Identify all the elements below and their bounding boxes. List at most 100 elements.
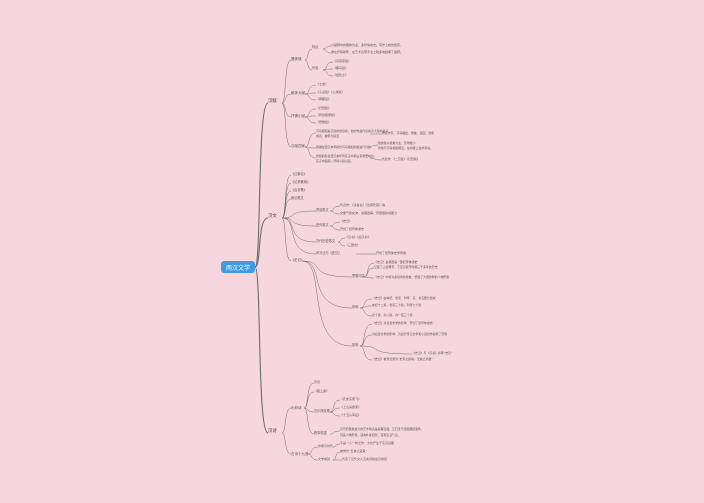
connector-line	[304, 132, 317, 148]
connector-line	[329, 221, 341, 227]
node-b7[interactable]: 司马迁与《史记》	[316, 251, 342, 255]
node-c2[interactable]: 古诗十九首	[291, 452, 309, 456]
node-b6-2[interactable]: 《三国志》	[345, 243, 361, 247]
connector-line	[281, 102, 292, 148]
node-b4-1[interactable]: 贾谊散文	[316, 208, 329, 212]
node-b5-1[interactable]: 《史记》	[340, 219, 353, 223]
node-b3[interactable]: 《治安策》	[291, 188, 307, 192]
node-a1-2c[interactable]: 《招隐士》	[333, 73, 349, 77]
node-b4[interactable]: 政论散文	[291, 196, 304, 200]
node-b8-3d[interactable]: 《史记》与《汉书》并称“史汉”	[412, 351, 453, 355]
node-c1-3c[interactable]: 《十五从军征》	[340, 413, 362, 417]
connector-line	[363, 267, 375, 278]
node-b6-1[interactable]: 《汉书》《后汉书》	[345, 235, 371, 239]
node-c2-2[interactable]: 文学成就	[318, 457, 331, 461]
node-a4-3a[interactable]: 张衡的赋在西汉末年到东汉中期占有重要地位，	[316, 154, 377, 158]
node-a2[interactable]: 散体大赋	[291, 91, 305, 95]
node-a4-2[interactable]: 扬雄在西汉末年模仿司马相如的赋进行创作	[316, 145, 371, 149]
node-b8-2[interactable]: 体例	[352, 305, 359, 309]
node-b8-1b[interactable]: 记载了上起黄帝、下至汉武帝时期三千多年的历史	[374, 265, 438, 269]
node-b4-1a[interactable]: 代表作：《过秦论》《论积贮疏》等	[340, 203, 386, 207]
connector-line	[367, 144, 379, 149]
connector-line	[304, 146, 317, 159]
connector-line	[301, 260, 353, 347]
node-a4-3n[interactable]: 代表作：《二京赋》《归田赋》	[382, 157, 420, 161]
node-b8-2c[interactable]: 表十篇，书八篇，共一百三十篇	[372, 313, 413, 317]
root-node[interactable]: 两汉文学	[221, 261, 255, 273]
node-a2-1[interactable]: 《七发》	[316, 82, 329, 86]
node-b8-1a[interactable]: 《史记》是我国第一部纪传体通史	[374, 260, 418, 264]
node-a4-1a[interactable]: 司马相如是汉赋的奠基者，他的作品代表着汉大赋的最高	[316, 129, 389, 133]
node-a2-3[interactable]: 《两都赋》	[316, 97, 332, 101]
node-c2-1a[interactable]: 不是一人一时之作，大约产生于东汉后期	[340, 441, 395, 445]
connector-line	[281, 59, 292, 104]
node-a3[interactable]: 抒情小赋	[291, 114, 305, 118]
node-shige[interactable]: 汉诗	[268, 429, 277, 434]
node-a1[interactable]: 骚体赋	[291, 57, 302, 61]
node-a1-1b[interactable]: 重在抒情咏怀，在艺术表现手法上较多地继承了楚辞。	[331, 50, 404, 54]
node-a1-1a[interactable]: 以楚辞中的骚体为主，多抒情言志。写作上模仿屈原，	[331, 43, 404, 47]
node-a3-3[interactable]: 《登楼赋》	[316, 120, 332, 124]
node-xihan[interactable]: 汉赋	[268, 99, 277, 104]
node-a3-1[interactable]: 《归田赋》	[316, 106, 332, 110]
node-a1-2[interactable]: 作品	[312, 66, 319, 70]
node-a4-1n[interactable]: 著名作家：司马相如、扬雄、班固、张衡	[382, 131, 435, 135]
node-b2[interactable]: 《论贵粟疏》	[291, 180, 311, 184]
node-b5-2[interactable]: 开创了纪传体通史	[340, 227, 365, 231]
connector-line	[304, 59, 313, 71]
connector-line	[304, 48, 313, 61]
node-c1-1[interactable]: 乐府	[314, 380, 321, 384]
node-c2-2a[interactable]: 被誉为“五言之冠冕”	[340, 449, 368, 453]
connector-line	[329, 205, 341, 212]
node-b4-1b[interactable]: 文章气势充沛，说理透辟，有很强的说服力	[340, 211, 398, 215]
connector-line	[322, 45, 332, 50]
connector-line	[281, 198, 292, 219]
node-b8[interactable]: 《史记》	[291, 258, 304, 262]
node-b8-2b[interactable]: 本纪十二篇，世家三十篇，列传七十篇	[372, 303, 422, 307]
connector-line	[337, 237, 346, 243]
node-a4-1b[interactable]: 成就，被称为赋圣	[316, 134, 340, 138]
connector-line	[254, 217, 269, 268]
node-b5[interactable]: 史传散文	[316, 223, 329, 227]
node-a4-2n2[interactable]: 风格与司马相如相近，在内容上追求讽谏。	[378, 146, 433, 150]
node-b8-1[interactable]: 思想内容	[352, 274, 365, 278]
node-c1-3a[interactable]: 《孔雀东南飞》	[340, 397, 362, 401]
node-b7-n[interactable]: 开创了纪传体史学传统	[376, 251, 407, 255]
connector-line	[329, 210, 341, 215]
connector-line	[322, 48, 332, 54]
node-c1-2[interactable]: 《陌上桑》	[314, 389, 330, 393]
node-a1-2b[interactable]: 《鵩鸟赋》	[333, 66, 349, 70]
node-sanwen[interactable]: 汉文	[268, 214, 277, 219]
node-a1-2a[interactable]: 《吊屈原赋》	[333, 59, 352, 63]
node-b8-3a[interactable]: 《史记》对后世史学的影响：开创了纪传体通史	[372, 321, 433, 325]
node-b8-3c[interactable]: 《史记》被鲁迅誉为“史家之绝唱，无韵之离骚”	[372, 357, 433, 361]
connector-line	[329, 399, 341, 413]
node-c1-4a[interactable]: 汉乐府民歌最大的艺术特点是叙事性强，它们善于选取典型事件，	[340, 427, 424, 431]
node-c1-3[interactable]: 汉乐府民歌	[314, 409, 330, 413]
node-c1-3b[interactable]: 《上山采蘼芜》	[340, 405, 362, 409]
node-b1[interactable]: 《过秦论》	[291, 172, 307, 176]
node-b8-3b[interactable]: 对后世文学的影响：为后代传记文学和小说创作提供了范例	[372, 332, 448, 336]
node-c2-1[interactable]: 作者与时代	[318, 444, 334, 448]
connector-line	[363, 276, 375, 279]
node-b8-3[interactable]: 影响	[352, 343, 359, 347]
connector-line	[303, 382, 315, 409]
node-b6[interactable]: 汉代历史散文	[316, 239, 336, 243]
node-c1[interactable]: 乐府诗	[291, 406, 302, 410]
node-a4-3b[interactable]: 东汉中后期，抒情小赋兴起。	[316, 159, 354, 163]
node-c1-4b[interactable]: 刻画人物形象，语言朴素自然，富有生活气息。	[340, 433, 401, 437]
node-c2-2b[interactable]: 代表了汉代文人五言诗的最高成就	[342, 457, 388, 461]
node-a4-2n[interactable]: 他的赋以模拟为主，影响较小	[378, 141, 416, 145]
connector-line	[254, 102, 269, 268]
node-a2-2[interactable]: 《子虚赋》《上林赋》	[316, 90, 345, 94]
node-b8-2a[interactable]: 《史记》由本纪、世家、列传、表、书五部分组成	[372, 296, 436, 300]
node-a3-2[interactable]: 《刺世疾邪赋》	[316, 113, 338, 117]
node-a4[interactable]: 汉赋四家	[291, 144, 305, 148]
connector-line	[359, 345, 373, 361]
node-a1-1[interactable]: 特点	[312, 45, 319, 49]
connector-line	[329, 411, 341, 417]
node-c1-4[interactable]: 叙事性强	[314, 431, 327, 435]
node-b8-1c[interactable]: 《史记》中有许多优秀的篇章，塑造了大量鲜明的人物形象	[374, 275, 450, 279]
connector-line	[359, 307, 373, 317]
